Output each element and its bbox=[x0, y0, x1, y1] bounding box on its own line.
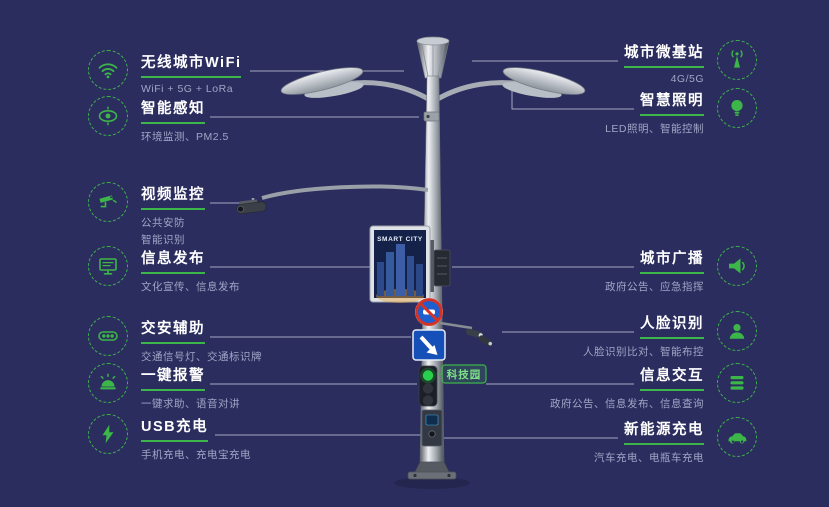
feature-perception: 智能感知 环境监测、PM2.5 bbox=[88, 96, 229, 144]
face-icon bbox=[717, 311, 757, 351]
bulb-icon bbox=[717, 88, 757, 128]
feature-traffic-assist: 交安辅助 交通信号灯、交通标识牌 bbox=[88, 316, 262, 364]
feature-subtitle: LED照明、智能控制 bbox=[605, 123, 704, 135]
feature-video-surveillance: 视频监控 公共安防 智能识别 bbox=[88, 182, 205, 247]
tech-park-label: 科技园 bbox=[447, 368, 482, 381]
feature-title: 城市微基站 bbox=[624, 41, 704, 68]
perception-icon bbox=[88, 96, 128, 136]
display-icon bbox=[88, 246, 128, 286]
antenna-icon bbox=[717, 40, 757, 80]
feature-usb-charge: USB充电 手机充电、充电宝充电 bbox=[88, 414, 251, 462]
feature-subtitle: 汽车充电、电瓶车充电 bbox=[594, 452, 704, 464]
feature-smart-lighting: 智慧照明 LED照明、智能控制 bbox=[605, 88, 757, 136]
billboard: SMART CITY bbox=[369, 225, 434, 303]
speaker-icon bbox=[717, 246, 757, 286]
wifi-icon bbox=[88, 50, 128, 90]
pole-base bbox=[407, 461, 457, 480]
traffic-signal-icon bbox=[88, 316, 128, 356]
feature-subtitle: 一键求助、语音对讲 bbox=[141, 398, 240, 410]
billboard-title: SMART CITY bbox=[377, 236, 423, 243]
feature-subtitle: 环境监测、PM2.5 bbox=[141, 131, 229, 143]
environment-sensor bbox=[423, 111, 440, 122]
feature-subtitle: 4G/5G bbox=[670, 73, 704, 85]
feature-subtitle: 政府公告、应急指挥 bbox=[605, 281, 704, 293]
arrow-sign bbox=[412, 329, 446, 361]
ground-shadow bbox=[394, 477, 470, 489]
feature-sos-alarm: 一键报警 一键求助、语音对讲 bbox=[88, 363, 240, 411]
feature-title: USB充电 bbox=[141, 415, 209, 442]
feature-subtitle: 政府公告、信息发布、信息查询 bbox=[550, 398, 704, 410]
feature-subtitle: 交通信号灯、交通标识牌 bbox=[141, 351, 262, 363]
feature-subtitle: 智能识别 bbox=[141, 234, 185, 246]
dual-cameras bbox=[439, 321, 493, 347]
feature-subtitle: 人脸识别比对、智能布控 bbox=[583, 346, 704, 358]
charging-box bbox=[421, 409, 443, 447]
feature-city-broadcast: 城市广播 政府公告、应急指挥 bbox=[605, 246, 757, 294]
feature-info-interaction: 信息交互 政府公告、信息发布、信息查询 bbox=[550, 363, 757, 411]
feature-title: 新能源充电 bbox=[624, 418, 704, 445]
feature-title: 信息发布 bbox=[141, 247, 205, 274]
usb-charge-icon bbox=[88, 414, 128, 454]
lamp-arms bbox=[280, 67, 586, 103]
feature-subtitle: 公共安防 bbox=[141, 217, 185, 229]
feature-face-recognition: 人脸识别 人脸识别比对、智能布控 bbox=[583, 311, 757, 359]
alarm-icon bbox=[88, 363, 128, 403]
connector-lines bbox=[210, 60, 634, 439]
pole-speaker-box bbox=[433, 249, 451, 287]
feature-title: 智能感知 bbox=[141, 97, 205, 124]
feature-subtitle: 文化宣传、信息发布 bbox=[141, 281, 240, 293]
feature-title: 无线城市WiFi bbox=[141, 51, 242, 78]
feature-micro-base-station: 城市微基站 4G/5G bbox=[624, 40, 757, 85]
feature-title: 人脸识别 bbox=[640, 312, 704, 339]
feature-subtitle: 手机充电、充电宝充电 bbox=[141, 449, 251, 461]
top-lamp bbox=[416, 36, 450, 79]
info-layers-icon bbox=[717, 363, 757, 403]
feature-title: 智慧照明 bbox=[640, 89, 704, 116]
feature-title: 一键报警 bbox=[141, 364, 205, 391]
cctv-icon bbox=[88, 182, 128, 222]
no-entry-sign bbox=[415, 298, 443, 326]
feature-title: 信息交互 bbox=[640, 364, 704, 391]
tech-park-tag: 科技园 bbox=[437, 364, 487, 384]
ev-car-icon bbox=[717, 417, 757, 457]
cctv-camera bbox=[236, 184, 429, 215]
feature-title: 交安辅助 bbox=[141, 317, 205, 344]
feature-info-publish: 信息发布 文化宣传、信息发布 bbox=[88, 246, 240, 294]
traffic-light bbox=[418, 365, 438, 407]
feature-subtitle: WiFi + 5G + LoRa bbox=[141, 83, 234, 95]
feature-title: 视频监控 bbox=[141, 183, 205, 210]
feature-title: 城市广播 bbox=[640, 247, 704, 274]
feature-ev-charging: 新能源充电 汽车充电、电瓶车充电 bbox=[594, 417, 757, 465]
feature-wifi: 无线城市WiFi WiFi + 5G + LoRa bbox=[88, 50, 242, 95]
